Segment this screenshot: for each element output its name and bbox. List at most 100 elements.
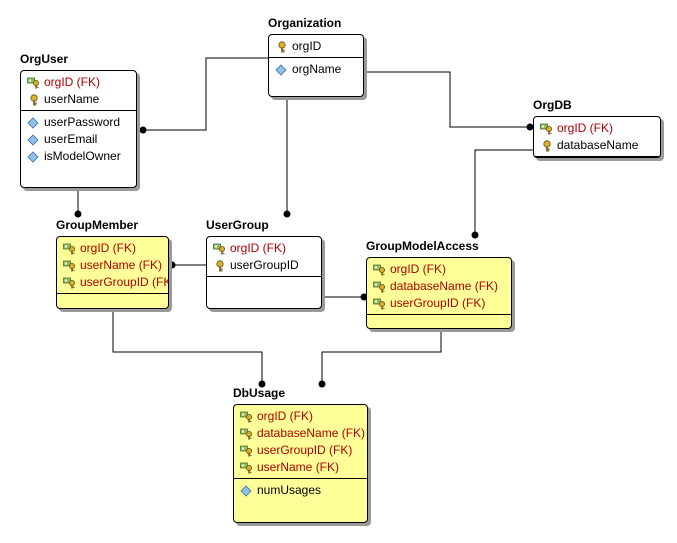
attribute-label: orgID (FK)	[44, 75, 101, 89]
entity-title: GroupMember	[56, 218, 139, 232]
relationship-end-dot	[360, 293, 368, 301]
entity-box: orgID (FK)databaseName (FK)userGroupID (…	[366, 257, 512, 329]
foreign-key-icon	[373, 264, 390, 276]
attribute-section: userPassword userEmail isModelOwner	[21, 111, 136, 167]
entity-box: orgID (FK) userName userPassword userEmail i…	[20, 70, 137, 188]
attribute-label: userName (FK)	[257, 460, 340, 474]
attribute-label: isModelOwner	[44, 149, 121, 163]
attribute-diamond-icon	[240, 484, 257, 497]
attribute-label: userGroupID	[230, 258, 299, 272]
attribute-section	[534, 157, 660, 158]
relationship-end-dot	[318, 380, 326, 388]
attribute-label: numUsages	[257, 483, 322, 497]
foreign-key-attribute[interactable]: orgID (FK)	[57, 240, 168, 257]
non-key-attribute[interactable]: numUsages	[234, 482, 367, 499]
primary-key-section: orgID (FK)userName (FK) userGroupID (FK)	[57, 237, 168, 294]
attribute-section: orgName	[269, 58, 363, 80]
relationship-end-dot	[526, 123, 534, 131]
primary-key-section: orgID (FK)databaseName (FK)userGroupID (…	[367, 258, 511, 315]
non-key-attribute[interactable]: userEmail	[21, 131, 136, 148]
relationship-end-dot	[74, 210, 82, 218]
foreign-key-attribute[interactable]: orgID (FK)	[207, 240, 321, 257]
foreign-key-attribute[interactable]: orgID (FK)	[234, 408, 367, 425]
relationship-end-dot	[139, 126, 147, 134]
entity-title: GroupModelAccess	[366, 239, 479, 253]
entity-groupmember[interactable]: GroupMember orgID (FK)userName (FK) userGr…	[56, 218, 169, 309]
primary-key-section: orgID	[269, 35, 363, 58]
relationship-end-dot	[283, 210, 291, 218]
entity-title: Organization	[268, 16, 342, 30]
foreign-key-attribute[interactable]: databaseName (FK)	[234, 425, 367, 442]
foreign-key-icon	[213, 243, 230, 255]
primary-key-attribute[interactable]: userGroupID	[207, 257, 321, 274]
foreign-key-attribute[interactable]: databaseName (FK)	[367, 278, 511, 295]
foreign-key-icon	[240, 411, 257, 423]
non-key-attribute[interactable]: userPassword	[21, 114, 136, 131]
entity-organization[interactable]: Organization orgID orgName	[268, 16, 364, 97]
relationship-end-dot	[168, 261, 176, 269]
foreign-key-attribute[interactable]: orgID (FK)	[534, 120, 660, 137]
entity-groupmodelaccess[interactable]: GroupModelAccess orgID (FK)databaseName (…	[366, 239, 512, 329]
foreign-key-icon	[540, 123, 557, 135]
non-key-attribute[interactable]: orgName	[269, 61, 363, 78]
primary-key-icon	[27, 93, 44, 106]
relationship-groupmember-dbusage	[112, 310, 263, 384]
foreign-key-icon	[63, 260, 80, 272]
entity-orgdb[interactable]: OrgDB orgID (FK) databaseName	[533, 98, 661, 158]
attribute-label: userPassword	[44, 115, 121, 129]
attribute-label: userGroupID (FK)	[257, 443, 353, 457]
foreign-key-icon	[240, 428, 257, 440]
foreign-key-attribute[interactable]: userName (FK)	[57, 257, 168, 274]
attribute-diamond-icon	[275, 63, 292, 76]
relationship-orgdb-groupmodelaccess	[474, 149, 533, 235]
relationship-groupmodelaccess-dbusage	[321, 330, 442, 384]
foreign-key-icon	[373, 298, 390, 310]
attribute-section	[367, 315, 511, 320]
attribute-label: userName (FK)	[80, 258, 163, 272]
relationship-organization-orguser	[143, 57, 268, 131]
attribute-label: userName	[44, 92, 100, 106]
primary-key-icon	[213, 259, 230, 272]
attribute-section	[207, 277, 321, 282]
entity-box: orgID (FK) databaseName	[533, 116, 661, 158]
primary-key-section: orgID (FK)userGroupID	[207, 237, 321, 277]
entity-box: orgID orgName	[268, 34, 364, 97]
attribute-label: orgID (FK)	[257, 409, 314, 423]
entity-usergroup[interactable]: UserGroup orgID (FK)userGroupID	[206, 218, 322, 309]
non-key-attribute[interactable]: isModelOwner	[21, 148, 136, 165]
foreign-key-icon	[63, 277, 80, 289]
attribute-label: orgID (FK)	[557, 121, 614, 135]
attribute-diamond-icon	[27, 150, 44, 163]
entity-box: orgID (FK)userName (FK) userGroupID (FK)	[56, 236, 169, 309]
foreign-key-icon	[373, 281, 390, 293]
entity-title: OrgUser	[20, 52, 69, 66]
attribute-label: userGroupID (FK)	[390, 296, 486, 310]
foreign-key-attribute[interactable]: userName (FK)	[234, 459, 367, 476]
primary-key-attribute[interactable]: userName	[21, 91, 136, 108]
relationship-organization-orgdb	[364, 71, 530, 128]
entity-box: orgID (FK)userGroupID	[206, 236, 322, 309]
foreign-key-icon	[240, 445, 257, 457]
attribute-section	[57, 294, 168, 299]
attribute-label: databaseName (FK)	[257, 426, 366, 440]
attribute-label: userGroupID (FK)	[80, 275, 169, 289]
primary-key-attribute[interactable]: orgID	[269, 38, 363, 55]
primary-key-icon	[540, 139, 557, 152]
foreign-key-attribute[interactable]: orgID (FK)	[21, 74, 136, 91]
foreign-key-icon	[27, 77, 44, 89]
primary-key-section: orgID (FK) databaseName	[534, 117, 660, 157]
foreign-key-attribute[interactable]: userGroupID (FK)	[57, 274, 168, 291]
attribute-label: userEmail	[44, 132, 98, 146]
primary-key-attribute[interactable]: databaseName	[534, 137, 660, 154]
attribute-diamond-icon	[27, 116, 44, 129]
primary-key-section: orgID (FK) databaseName (FK) userGroupID (…	[234, 405, 367, 479]
foreign-key-icon	[63, 243, 80, 255]
foreign-key-attribute[interactable]: orgID (FK)	[367, 261, 511, 278]
entity-title: OrgDB	[533, 98, 572, 112]
entity-title: UserGroup	[206, 218, 269, 232]
attribute-diamond-icon	[27, 133, 44, 146]
foreign-key-attribute[interactable]: userGroupID (FK)	[367, 295, 511, 312]
foreign-key-attribute[interactable]: userGroupID (FK)	[234, 442, 367, 459]
